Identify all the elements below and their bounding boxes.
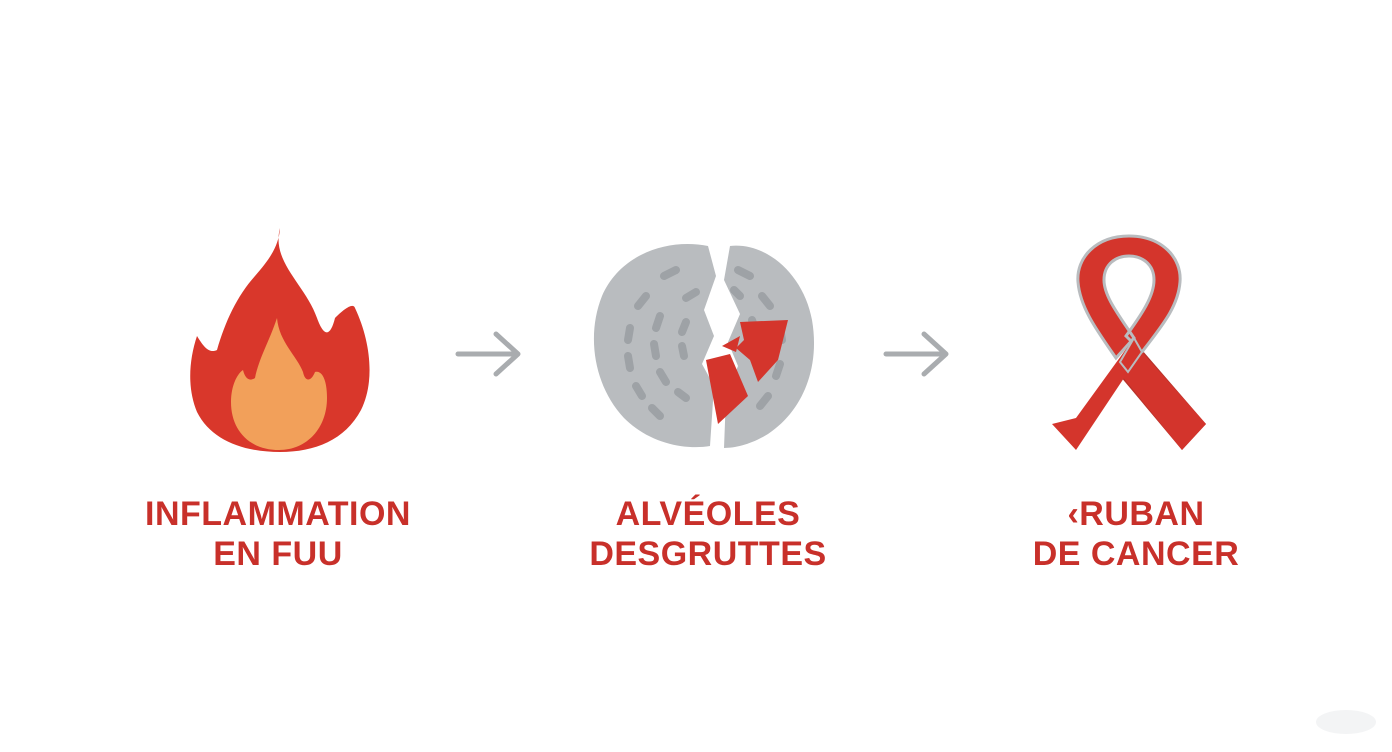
step-label-ribbon: ‹RUBAN DE CANCER [926, 494, 1346, 574]
watermark-mark [1316, 710, 1376, 734]
step-label-alveoli: ALVÉOLES DESGRUTTES [498, 494, 918, 574]
arrow-right-icon [455, 331, 521, 377]
step-label-line1: INFLAMMATION [145, 495, 411, 533]
step-label-line1: ALVÉOLES [615, 495, 801, 533]
step-label-line2: DESGRUTTES [589, 535, 827, 573]
flame-icon [190, 228, 370, 452]
step-label-line2: EN FUU [213, 535, 343, 573]
arrow-right-icon [883, 331, 949, 377]
step-label-inflammation: INFLAMMATION EN FUU [68, 494, 488, 574]
cancer-ribbon-icon [1052, 234, 1206, 450]
step-label-line1: ‹RUBAN [1067, 495, 1205, 533]
damaged-alveoli-icon [593, 244, 815, 448]
step-label-line2: DE CANCER [1032, 535, 1240, 573]
